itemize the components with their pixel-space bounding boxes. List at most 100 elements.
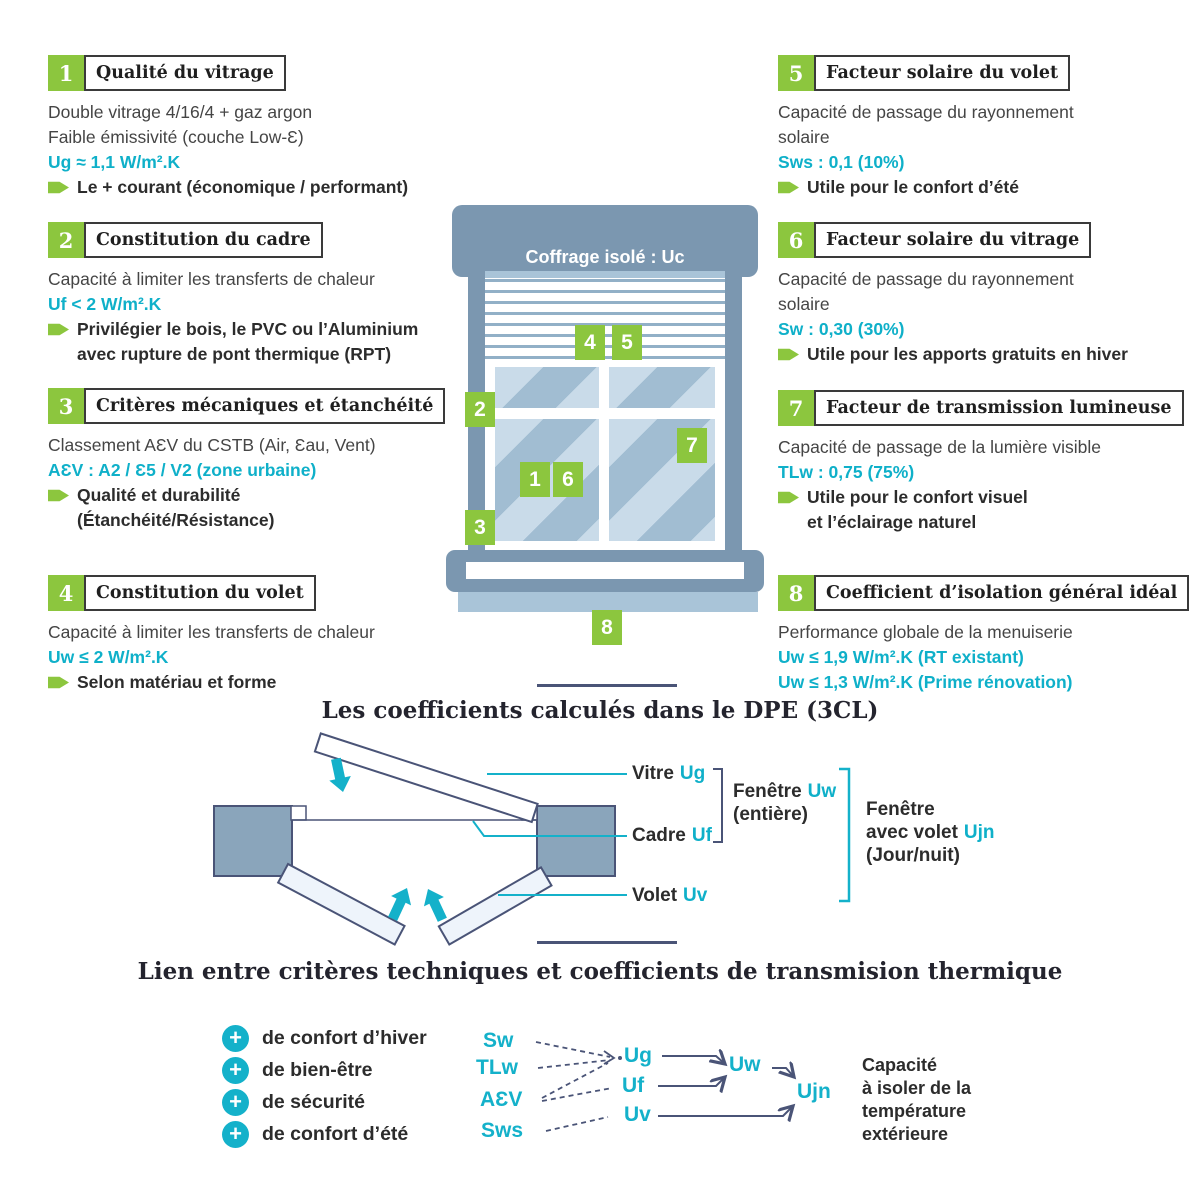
marker-badge-7: 7 (677, 428, 707, 463)
section-number-badge: 8 (778, 575, 814, 611)
advice-text: Utile pour les apports gratuits en hiver (807, 344, 1128, 364)
section-text: Capacité à limiter les transferts de cha… (48, 622, 375, 642)
solid-arrows (658, 1056, 794, 1116)
section-transmission-lumineuse: 7 Facteur de transmission lumineuse Capa… (778, 390, 1200, 535)
flow-ujn: Ujn (797, 1080, 831, 1103)
section-title: Critères mécaniques et étanchéité (84, 388, 446, 424)
marker-badge-6: 6 (553, 462, 583, 497)
section-text: Capacité à limiter les transferts de cha… (48, 269, 375, 289)
bracket-fenetre (713, 768, 723, 843)
section-criteres-mecaniques: 3 Critères mécaniques et étanchéité Clas… (48, 388, 493, 533)
marker-badge-1: 1 (520, 462, 550, 497)
shutter-panel-left (276, 862, 406, 946)
advice-text-line2: (Étanchéité/Résistance) (77, 510, 275, 530)
advice-bullet: Le + courant (économique / performant) (48, 175, 493, 200)
plus-icon: + (222, 1024, 249, 1052)
advice-text: Selon matériau et forme (77, 672, 277, 692)
section-constitution-volet: 4 Constitution du volet Capacité à limit… (48, 575, 493, 695)
section-text: Capacité de passage du rayonnement (778, 269, 1074, 289)
section-title: Constitution du cadre (84, 222, 323, 258)
coefficient-value: Ug ≈ 1,1 W/m².K (48, 152, 181, 172)
marker-badge-4: 4 (575, 325, 605, 360)
shutter-box-label: Coffrage isolé : Uc (525, 247, 685, 267)
section-text: Capacité de passage de la lumière visibl… (778, 437, 1101, 457)
section-header: 4 Constitution du volet (48, 575, 493, 611)
section-number-badge: 4 (48, 575, 84, 611)
advice-bullet: Utile pour les apports gratuits en hiver (778, 342, 1200, 367)
advice-text: Privilégier le bois, le PVC ou l’Alumini… (77, 319, 419, 339)
section-title: Facteur de transmission lumineuse (814, 390, 1184, 426)
flow-tlw: TLw (476, 1056, 518, 1079)
section-number-badge: 7 (778, 390, 814, 426)
glass-pane (609, 367, 715, 408)
section-qualite-vitrage: 1 Qualité du vitrage Double vitrage 4/16… (48, 55, 493, 200)
coefficient-value: TLw : 0,75 (75%) (778, 462, 915, 482)
coefficient-value: Uw ≤ 1,3 W/m².K (Prime rénovation) (778, 672, 1073, 692)
section-text: Performance globale de la menuiserie (778, 622, 1073, 642)
shutter-slats (485, 271, 725, 361)
section-text: solaire (778, 127, 830, 147)
marker-badge-5: 5 (612, 325, 642, 360)
coefficient-value: Uw ≤ 1,9 W/m².K (RT existant) (778, 647, 1024, 667)
window-sill (446, 550, 764, 592)
advice-text-line2: et l’éclairage naturel (807, 512, 977, 532)
leader-line-cadre (472, 820, 627, 837)
wall-right (536, 805, 616, 877)
advice-text-line2: avec rupture de pont thermique (RPT) (77, 344, 392, 364)
section-constitution-cadre: 2 Constitution du cadre Capacité à limit… (48, 222, 493, 367)
section-header: 1 Qualité du vitrage (48, 55, 493, 91)
flow-caption: Capacité à isoler de la température exté… (862, 1055, 972, 1144)
flow-sw: Sw (483, 1029, 514, 1052)
section-title: Constitution du volet (84, 575, 316, 611)
flow-ug: Ug (624, 1044, 652, 1067)
flow-sws: Sws (481, 1119, 524, 1142)
section-header: 6 Facteur solaire du vitrage (778, 222, 1200, 258)
flow-uw: Uw (729, 1053, 761, 1076)
advice-bullet: Qualité et durabilité (48, 483, 493, 508)
shutter-box: Coffrage isolé : Uc (452, 205, 758, 277)
section-header: 3 Critères mécaniques et étanchéité (48, 388, 493, 424)
section-text: Double vitrage 4/16/4 + gaz argon (48, 102, 313, 122)
cross-section-diagram (213, 732, 851, 946)
advice-bullet: Privilégier le bois, le PVC ou l’Alumini… (48, 317, 493, 342)
benefits-list: + de confort d’hiver + de bien-être + de… (222, 1022, 427, 1150)
advice-text: Qualité et durabilité (77, 485, 241, 505)
section-coefficient-isolation: 8 Coefficient d’isolation général idéal … (778, 575, 1200, 695)
shutter-panel-right (437, 865, 553, 946)
marker-badge-3: 3 (465, 510, 495, 545)
section-text: Faible émissivité (couche Low-Ɛ) (48, 127, 304, 147)
section-header: 5 Facteur solaire du volet (778, 55, 1200, 91)
section-title: Facteur solaire du volet (814, 55, 1071, 91)
coefficient-value: AƐV : A2 / Ɛ5 / V2 (zone urbaine) (48, 460, 317, 480)
marker-badge-2: 2 (465, 392, 495, 427)
advice-text: Utile pour le confort visuel (807, 487, 1028, 507)
marker-badge-8: 8 (592, 610, 622, 645)
coefficient-value: Sws : 0,1 (10%) (778, 152, 905, 172)
plus-icon: + (222, 1120, 249, 1148)
coefficient-value: Sw : 0,30 (30%) (778, 319, 905, 339)
plus-icon: + (222, 1088, 249, 1116)
window-undersill (458, 592, 758, 612)
window-illustration: Coffrage isolé : Uc 4 5 2 7 1 6 3 8 (446, 205, 764, 665)
section-facteur-solaire-volet: 5 Facteur solaire du volet Capacité de p… (778, 55, 1200, 200)
section-number-badge: 6 (778, 222, 814, 258)
advice-bullet: Selon matériau et forme (48, 670, 493, 695)
flow-aev: AƐV (480, 1088, 523, 1111)
glass-pane (495, 367, 599, 408)
window-jamb-right (725, 269, 742, 555)
arrow-bullet-icon (778, 491, 799, 504)
arrow-bullet-icon (778, 181, 799, 194)
section-number-badge: 3 (48, 388, 84, 424)
bottom-title: Lien entre critères techniques et coeffi… (137, 958, 1063, 985)
section-header: 7 Facteur de transmission lumineuse (778, 390, 1200, 426)
advice-bullet: Utile pour le confort d’été (778, 175, 1200, 200)
arrow-bullet-icon (48, 181, 69, 194)
wall-left (213, 805, 293, 877)
arrow-bullet-icon (778, 348, 799, 361)
benefit-item: + de confort d’hiver (222, 1022, 427, 1054)
divider-line (537, 684, 677, 687)
